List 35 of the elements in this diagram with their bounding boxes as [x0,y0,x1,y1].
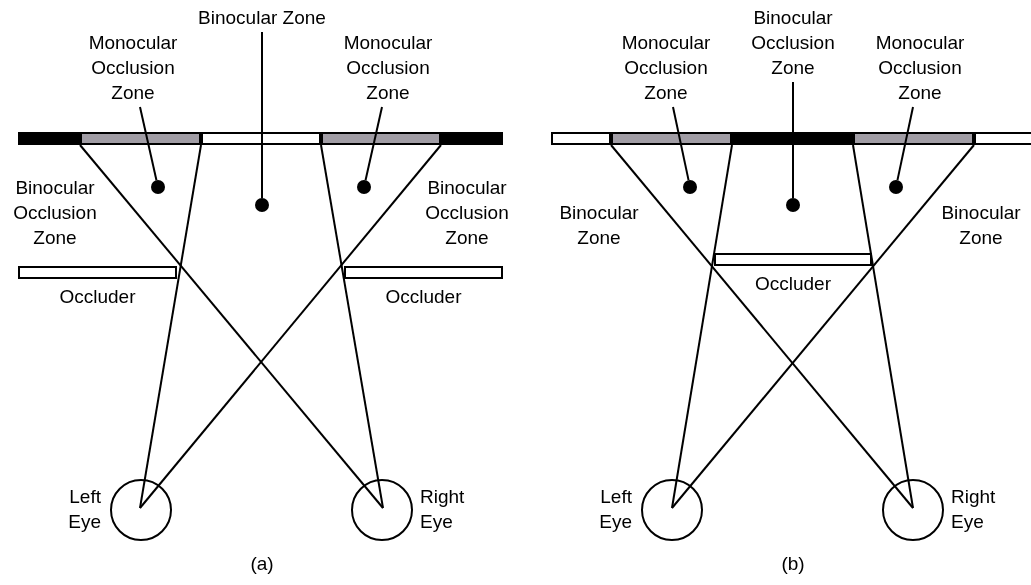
dot-marker [357,180,371,194]
eye-label: Left Eye [598,485,632,534]
leader-line [672,106,690,182]
occluder-label: Occluder [384,285,463,309]
occluder-label: Occluder [754,272,832,296]
leader-line [364,106,383,182]
zone-label: Binocular Zone [940,201,1022,250]
eye-circle [641,479,703,541]
dot-marker [889,180,903,194]
leader-line [139,106,158,182]
dot-marker [683,180,697,194]
zone-label: Binocular Occlusion Zone [424,176,510,250]
dot-marker [786,198,800,212]
zone-label: Monocular Occlusion Zone [855,30,985,105]
panel-caption: (a) [249,552,275,576]
leader-line [261,31,263,199]
zone-label: Binocular Zone [197,5,327,30]
zone-label: Binocular Occlusion Zone [728,5,858,80]
eye-label: Right Eye [420,485,466,534]
leader-line [896,106,914,182]
dot-marker [151,180,165,194]
leader-line [792,81,794,199]
panel-caption: (b) [780,552,806,576]
zone-label: Monocular Occlusion Zone [68,30,198,105]
zone-label: Binocular Occlusion Zone [12,176,98,250]
zone-label: Monocular Occlusion Zone [323,30,453,105]
eye-circle [882,479,944,541]
eye-circle [351,479,413,541]
zone-label: Binocular Zone [558,201,640,250]
zone-label: Monocular Occlusion Zone [601,30,731,105]
eye-circle [110,479,172,541]
eye-label: Left Eye [67,485,101,534]
dot-marker [255,198,269,212]
occluder-label: Occluder [58,285,137,309]
eye-label: Right Eye [951,485,997,534]
